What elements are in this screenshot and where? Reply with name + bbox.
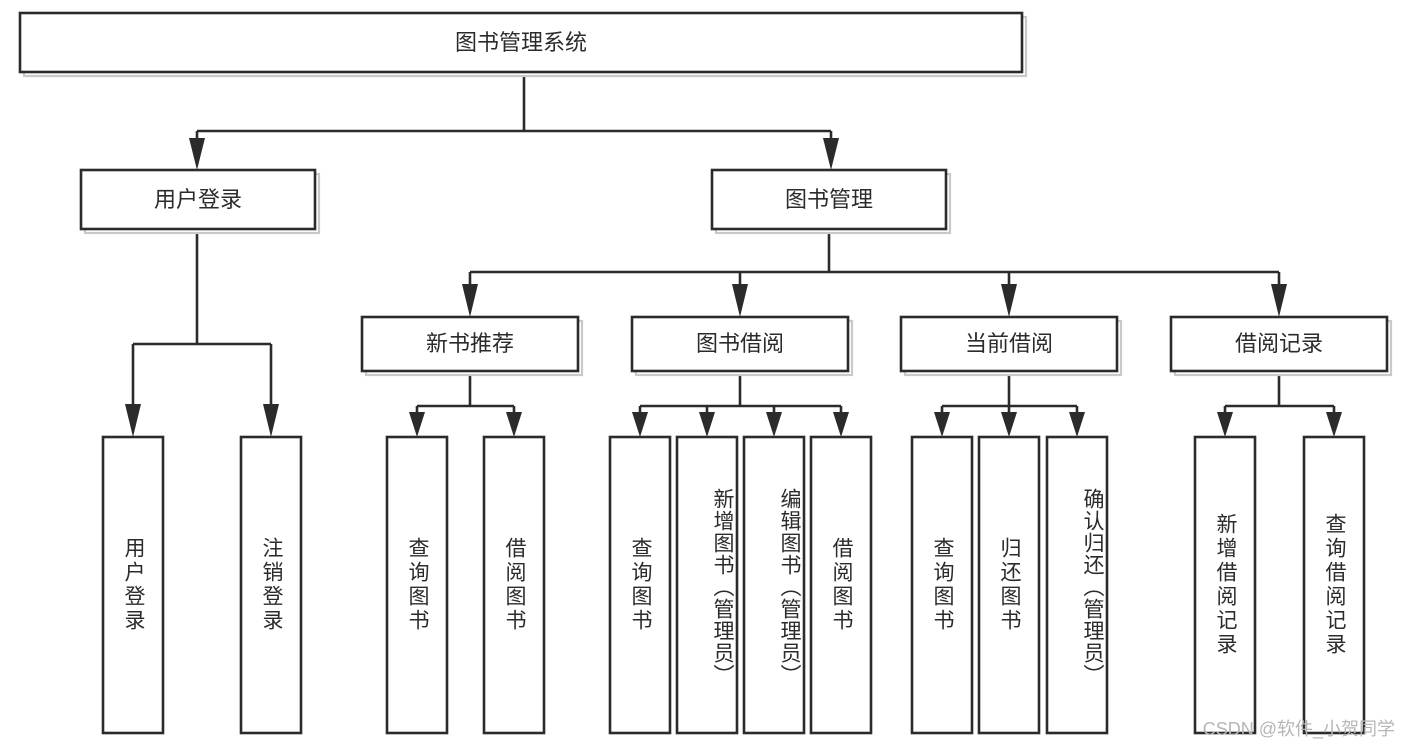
arrow-to-book-management [823, 138, 839, 170]
book-management-label: 图书管理 [785, 187, 873, 212]
leaf-add-book-box [675, 435, 739, 735]
user-login-box [79, 168, 317, 231]
leaf-edit-book-label: 编辑图书（管理员） [778, 488, 801, 686]
arrow-to-user-login [189, 138, 205, 170]
node-new-book-recommend[interactable]: 新书推荐 [360, 315, 584, 377]
leaf-return-book-box [977, 435, 1041, 735]
new-book-recommend-box [360, 315, 580, 373]
node-root[interactable]: 图书管理系统 [18, 11, 1028, 78]
leaf-add-record-label: 新增借阅记录 [1214, 513, 1237, 657]
borrow-record-label: 借阅记录 [1235, 331, 1323, 356]
node-leaf-borrow-book-1[interactable] [482, 435, 546, 735]
arrow-to-leaf-add-book [699, 412, 715, 437]
node-current-borrow[interactable]: 当前借阅 [899, 315, 1123, 377]
node-leaf-return-book[interactable] [977, 435, 1041, 735]
node-leaf-logout[interactable] [239, 435, 303, 735]
node-leaf-borrow-book-2[interactable] [809, 435, 873, 735]
arrow-to-leaf-query-book-3 [934, 412, 950, 437]
node-leaf-confirm-return[interactable] [1045, 435, 1109, 735]
arrow-to-borrow-record [1271, 284, 1287, 317]
leaf-logout-label: 注销登录 [260, 537, 283, 633]
arrow-to-book-borrow [732, 284, 748, 317]
arrow-to-leaf-query-book-2 [632, 412, 648, 437]
csdn-watermark: CSDN @软件_小贺同学 [1202, 719, 1395, 739]
leaf-query-record-label: 查询借阅记录 [1323, 513, 1346, 657]
node-user-login[interactable]: 用户登录 [79, 168, 321, 235]
leaf-add-book-label: 新增图书（管理员） [711, 488, 734, 686]
arrow-to-leaf-return-book [1001, 412, 1017, 437]
leaf-query-book-2-label: 查询图书 [629, 537, 652, 633]
node-leaf-query-book-1[interactable] [385, 435, 449, 735]
leaf-borrow-book-1-label: 借阅图书 [503, 537, 526, 633]
node-leaf-add-record[interactable] [1193, 435, 1257, 735]
leaf-confirm-return-label: 确认归还（管理员） [1081, 488, 1104, 686]
user-login-label: 用户登录 [154, 187, 242, 212]
node-leaf-query-record[interactable] [1302, 435, 1366, 735]
root-label: 图书管理系统 [455, 30, 587, 55]
node-book-management[interactable]: 图书管理 [710, 168, 952, 235]
book-borrow-label: 图书借阅 [696, 331, 784, 356]
arrow-to-leaf-borrow-book-2 [833, 412, 849, 437]
leaf-edit-book-box [742, 435, 806, 735]
book-borrow-box [630, 315, 850, 373]
node-borrow-record[interactable]: 借阅记录 [1169, 315, 1393, 377]
arrow-to-leaf-borrow-book-1 [506, 412, 522, 437]
leaf-query-book-3-label: 查询图书 [931, 537, 954, 633]
leaf-query-book-3-box [910, 435, 974, 735]
current-borrow-label: 当前借阅 [965, 331, 1053, 356]
leaf-user-login-box [101, 435, 165, 735]
arrow-to-leaf-query-book-1 [409, 412, 425, 437]
node-leaf-user-login[interactable] [101, 435, 165, 735]
leaf-add-record-box [1193, 435, 1257, 735]
leaf-borrow-book-1-box [482, 435, 546, 735]
leaf-query-record-box [1302, 435, 1366, 735]
root-box [18, 11, 1024, 74]
new-book-recommend-label: 新书推荐 [426, 331, 514, 356]
leaf-query-book-1-label: 查询图书 [406, 537, 429, 633]
leaf-borrow-book-2-box [809, 435, 873, 735]
connector-layer [125, 76, 1342, 437]
leaf-query-book-2-box [608, 435, 672, 735]
arrow-to-leaf-user-login [125, 404, 141, 437]
node-leaf-query-book-2[interactable] [608, 435, 672, 735]
book-management-box [710, 168, 948, 231]
arrow-to-current-borrow [1001, 284, 1017, 317]
leaf-query-book-1-box [385, 435, 449, 735]
arrow-to-leaf-edit-book [766, 412, 782, 437]
arrow-to-leaf-add-record [1217, 412, 1233, 437]
arrow-to-leaf-logout [263, 404, 279, 437]
leaf-borrow-book-2-label: 借阅图书 [830, 537, 853, 633]
arrow-to-leaf-confirm-return [1069, 412, 1085, 437]
node-book-borrow[interactable]: 图书借阅 [630, 315, 854, 377]
arrow-to-leaf-query-record [1326, 412, 1342, 437]
leaf-return-book-label: 归还图书 [998, 537, 1021, 633]
current-borrow-box [899, 315, 1119, 373]
node-leaf-query-book-3[interactable] [910, 435, 974, 735]
node-leaf-add-book[interactable] [675, 435, 739, 735]
node-leaf-edit-book[interactable] [742, 435, 806, 735]
arrow-to-new-book-recommend [462, 284, 478, 317]
leaf-user-login-label: 用户登录 [122, 537, 145, 633]
borrow-record-box [1169, 315, 1389, 373]
leaf-logout-box [239, 435, 303, 735]
leaf-confirm-return-box [1045, 435, 1109, 735]
